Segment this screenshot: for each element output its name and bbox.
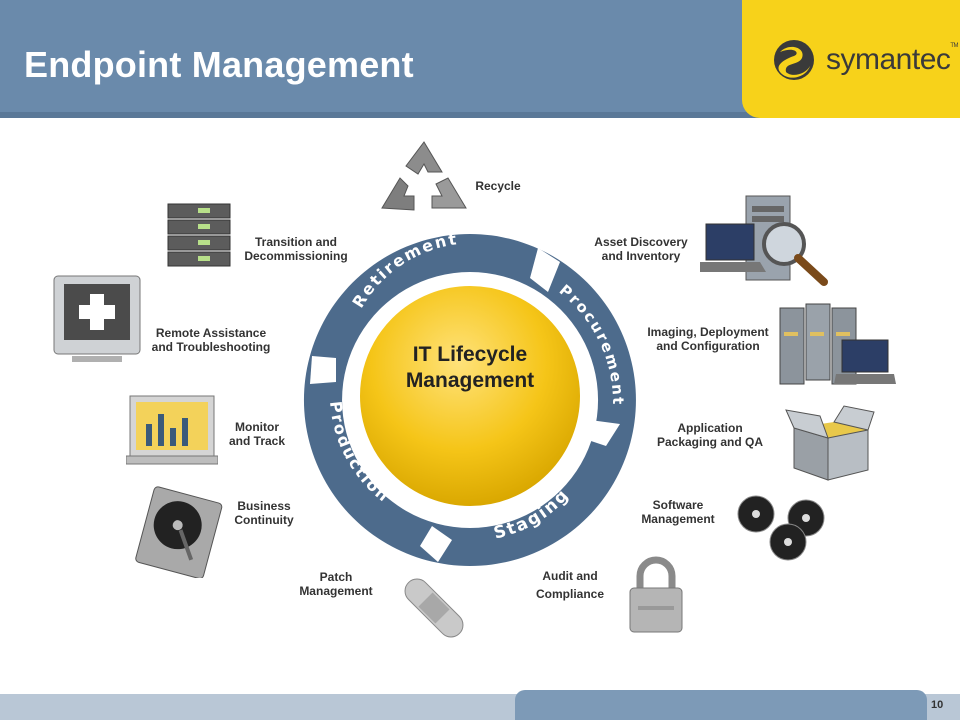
label-audit-compliance: Audit and Compliance (535, 569, 604, 601)
ring-label-retirement: Retirement (348, 229, 459, 311)
label-transition-decommissioning: Transition and Decommissioning (244, 235, 348, 263)
symantec-logo-icon (774, 40, 814, 80)
label-imaging-deployment: Imaging, Deployment and Configuration (647, 325, 769, 353)
label-recycle: Recycle (475, 179, 521, 193)
symantec-logo-text: symantecTM (826, 43, 959, 76)
monitor-chart-icon (126, 395, 218, 465)
lifecycle-center (356, 282, 584, 510)
server-stack-icon (167, 203, 231, 267)
label-patch-management: Patch Management (299, 570, 373, 598)
monitor-cross-icon (53, 275, 141, 362)
ring-label-staging: Staging (492, 485, 574, 544)
label-application-packaging: Application Packaging and QA (656, 421, 764, 449)
center-label: IT Lifecycle Management (405, 343, 535, 392)
ring-label-production: Production (326, 400, 394, 506)
server-rack-laptop-icon (779, 303, 896, 385)
label-monitor-track: Monitor and Track (228, 420, 286, 448)
slide-title: Endpoint Management (24, 44, 414, 85)
label-software-management: Software Management (641, 498, 715, 526)
bandage-icon (404, 578, 464, 638)
lifecycle-ring (303, 234, 636, 566)
label-remote-assistance: Remote Assistance and Troubleshooting (151, 326, 271, 354)
padlock-icon (629, 556, 683, 633)
footer-tab (515, 690, 927, 720)
page-number: 10 (931, 699, 944, 711)
label-business-continuity: Business Continuity (234, 499, 294, 527)
hard-drive-icon (135, 486, 223, 578)
label-asset-discovery: Asset Discovery and Inventory (594, 235, 688, 263)
header-shadow (0, 112, 960, 118)
server-magnifier-icon (700, 195, 828, 286)
recycle-icon (381, 141, 467, 211)
open-box-icon (785, 405, 875, 481)
discs-icon (737, 495, 825, 561)
logo-panel: symantecTM (742, 0, 960, 118)
